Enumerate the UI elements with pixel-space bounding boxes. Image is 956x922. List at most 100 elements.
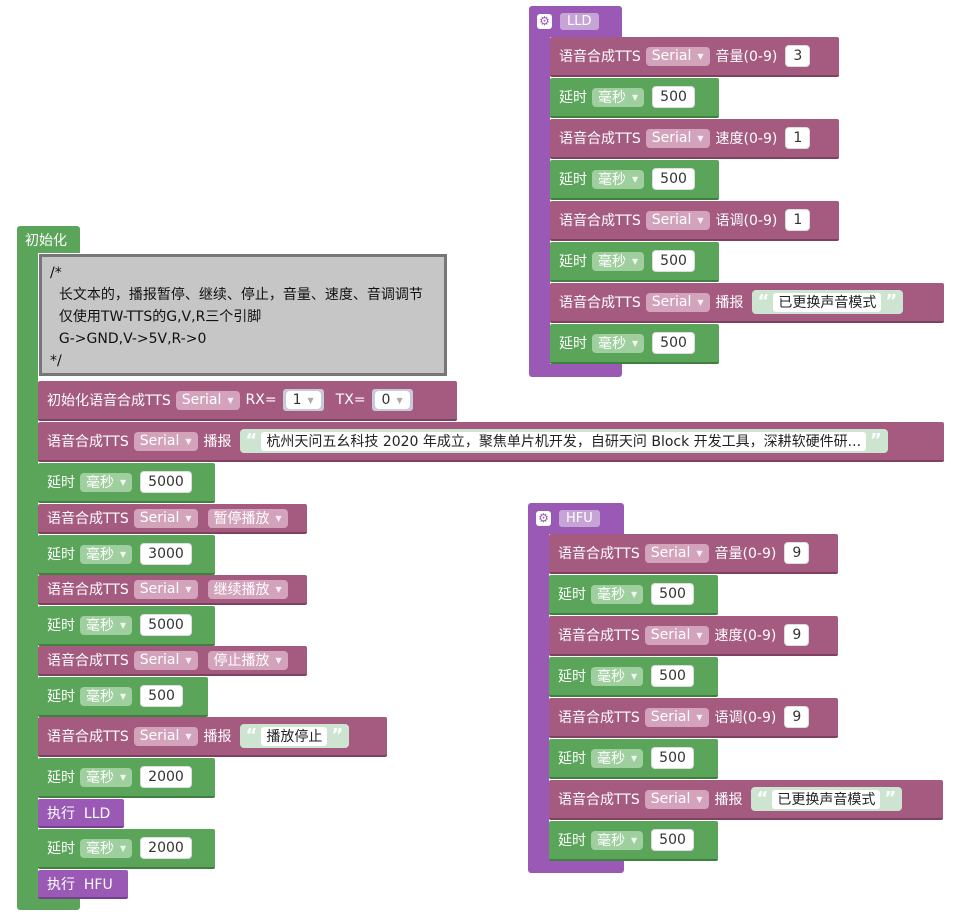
delay-block[interactable]: 延时 毫秒▼ 500 <box>550 242 719 282</box>
volume-block[interactable]: 语音合成TTS Serial▼ 音量(0-9) 9 <box>549 534 838 574</box>
init-tts-block[interactable]: 初始化语音合成TTS Serial▼ RX= 1▼ TX= 0▼ <box>38 381 457 421</box>
speed-block[interactable]: 语音合成TTS Serial▼ 速度(0-9) 9 <box>549 616 838 656</box>
tx-select[interactable]: 0▼ <box>374 391 410 409</box>
text-input[interactable]: “播放停止” <box>239 724 350 748</box>
delay-value-input[interactable]: 3000 <box>140 543 192 565</box>
delay-block[interactable]: 延时 毫秒▼ 2000 <box>38 829 215 869</box>
delay-value-input[interactable]: 500 <box>652 168 695 190</box>
delay-block[interactable]: 延时 毫秒▼ 500 <box>549 821 718 861</box>
delay-value-input[interactable]: 500 <box>140 685 183 707</box>
rx-select[interactable]: 1▼ <box>285 391 321 409</box>
delay-block[interactable]: 延时 毫秒▼ 5000 <box>38 606 215 646</box>
call-hfu-block[interactable]: 执行 HFU <box>38 870 128 899</box>
delay-value-input[interactable]: 500 <box>651 747 694 769</box>
delay-value-input[interactable]: 500 <box>651 829 694 851</box>
port-dropdown[interactable]: Serial▼ <box>644 789 709 809</box>
port-dropdown[interactable]: Serial▼ <box>133 579 198 599</box>
unit-dropdown[interactable]: 毫秒▼ <box>592 251 645 271</box>
delay-block[interactable]: 延时 毫秒▼ 500 <box>549 657 718 697</box>
speak-block[interactable]: 语音合成TTS Serial▼ 播报 “已更换声音模式” <box>550 283 944 323</box>
dropdown-arrow-icon: ▼ <box>631 671 638 681</box>
dropdown-arrow-icon: ▼ <box>120 691 127 701</box>
delay-value-input[interactable]: 500 <box>652 250 695 272</box>
port-dropdown[interactable]: Serial▼ <box>645 292 710 312</box>
hfu-hat-block[interactable]: ⚙ HFU <box>528 503 624 534</box>
delay-block[interactable]: 延时 毫秒▼ 500 <box>38 677 208 717</box>
delay-value-input[interactable]: 2000 <box>140 766 192 788</box>
port-dropdown[interactable]: Serial▼ <box>133 431 198 451</box>
text-input[interactable]: “已更换声音模式” <box>751 290 904 314</box>
delay-block[interactable]: 延时 毫秒▼ 5000 <box>38 463 215 503</box>
unit-dropdown[interactable]: 毫秒▼ <box>592 169 645 189</box>
command-dropdown[interactable]: 停止播放▼ <box>207 650 288 670</box>
port-dropdown[interactable]: Serial▼ <box>133 650 198 670</box>
speak-block[interactable]: 语音合成TTS Serial▼ 播报 “已更换声音模式” <box>549 780 943 820</box>
unit-dropdown[interactable]: 毫秒▼ <box>591 748 644 768</box>
speak-long-block[interactable]: 语音合成TTS Serial▼ 播报 “杭州天问五幺科技 2020 年成立，聚焦… <box>38 422 944 462</box>
delay-block[interactable]: 延时 毫秒▼ 500 <box>549 739 718 779</box>
unit-dropdown[interactable]: 毫秒▼ <box>80 472 133 492</box>
stop-block[interactable]: 语音合成TTS Serial▼ 停止播放▼ <box>38 646 307 676</box>
port-dropdown[interactable]: Serial▼ <box>133 726 198 746</box>
delay-block[interactable]: 延时 毫秒▼ 2000 <box>38 758 215 798</box>
delay-value-input[interactable]: 500 <box>651 583 694 605</box>
text-input[interactable]: “杭州天问五幺科技 2020 年成立，聚焦单片机开发，自研天问 Block 开发… <box>239 429 888 453</box>
unit-dropdown[interactable]: 毫秒▼ <box>80 838 133 858</box>
param-value-input[interactable]: 1 <box>785 209 811 231</box>
port-dropdown[interactable]: Serial▼ <box>644 543 709 563</box>
gear-icon[interactable]: ⚙ <box>537 14 552 29</box>
function-name[interactable]: HFU <box>559 510 600 527</box>
delay-value-input[interactable]: 500 <box>652 86 695 108</box>
port-dropdown[interactable]: Serial▼ <box>133 508 198 528</box>
command-dropdown[interactable]: 继续播放▼ <box>207 579 288 599</box>
port-dropdown[interactable]: Serial▼ <box>644 625 709 645</box>
pause-block[interactable]: 语音合成TTS Serial▼ 暂停播放▼ <box>38 504 307 534</box>
unit-dropdown[interactable]: 毫秒▼ <box>80 615 133 635</box>
delay-block[interactable]: 延时 毫秒▼ 500 <box>550 78 719 118</box>
tone-block[interactable]: 语音合成TTS Serial▼ 语调(0-9) 1 <box>550 201 839 241</box>
call-lld-block[interactable]: 执行 LLD <box>38 799 124 828</box>
port-dropdown[interactable]: Serial▼ <box>175 390 240 410</box>
param-value-input[interactable]: 9 <box>784 542 810 564</box>
param-value-input[interactable]: 9 <box>784 706 810 728</box>
unit-dropdown[interactable]: 毫秒▼ <box>592 333 645 353</box>
unit-dropdown[interactable]: 毫秒▼ <box>591 830 644 850</box>
text-input[interactable]: “已更换声音模式” <box>750 787 903 811</box>
delay-block[interactable]: 延时 毫秒▼ 500 <box>549 575 718 615</box>
unit-dropdown[interactable]: 毫秒▼ <box>80 767 133 787</box>
delay-value-input[interactable]: 500 <box>652 332 695 354</box>
delay-value-input[interactable]: 500 <box>651 665 694 687</box>
init-comment[interactable]: /* 长文本的，播报暂停、继续、停止，音量、速度、音调调节 仅使用TW-TTS的… <box>39 254 447 376</box>
lld-hat-block[interactable]: ⚙ LLD <box>529 6 622 37</box>
speak-stop-block[interactable]: 语音合成TTS Serial▼ 播报 “播放停止” <box>38 717 387 757</box>
block-label: 语音合成TTS <box>558 710 640 726</box>
init-hat-block[interactable]: 初始化 <box>17 226 80 253</box>
param-value-input[interactable]: 9 <box>784 624 810 646</box>
gear-icon[interactable]: ⚙ <box>536 511 551 526</box>
port-dropdown[interactable]: Serial▼ <box>645 46 710 66</box>
delay-value-input[interactable]: 5000 <box>140 471 192 493</box>
delay-block[interactable]: 延时 毫秒▼ 500 <box>550 324 719 364</box>
unit-dropdown[interactable]: 毫秒▼ <box>591 584 644 604</box>
function-name[interactable]: LLD <box>560 13 599 30</box>
delay-value-input[interactable]: 5000 <box>140 614 192 636</box>
param-value-input[interactable]: 3 <box>785 45 811 67</box>
port-dropdown[interactable]: Serial▼ <box>644 707 709 727</box>
port-dropdown[interactable]: Serial▼ <box>645 128 710 148</box>
port-dropdown[interactable]: Serial▼ <box>645 210 710 230</box>
resume-block[interactable]: 语音合成TTS Serial▼ 继续播放▼ <box>38 575 307 605</box>
unit-dropdown[interactable]: 毫秒▼ <box>592 87 645 107</box>
param-value-input[interactable]: 1 <box>785 127 811 149</box>
delay-value-input[interactable]: 2000 <box>140 837 192 859</box>
unit-dropdown[interactable]: 毫秒▼ <box>80 686 133 706</box>
rx-slot[interactable]: 1▼ <box>282 389 324 411</box>
command-dropdown[interactable]: 暂停播放▼ <box>207 508 288 528</box>
tx-slot[interactable]: 0▼ <box>371 389 413 411</box>
delay-block[interactable]: 延时 毫秒▼ 500 <box>550 160 719 200</box>
tone-block[interactable]: 语音合成TTS Serial▼ 语调(0-9) 9 <box>549 698 838 738</box>
delay-block[interactable]: 延时 毫秒▼ 3000 <box>38 535 215 575</box>
unit-dropdown[interactable]: 毫秒▼ <box>591 666 644 686</box>
speed-block[interactable]: 语音合成TTS Serial▼ 速度(0-9) 1 <box>550 119 839 159</box>
unit-dropdown[interactable]: 毫秒▼ <box>80 544 133 564</box>
volume-block[interactable]: 语音合成TTS Serial▼ 音量(0-9) 3 <box>550 37 839 77</box>
